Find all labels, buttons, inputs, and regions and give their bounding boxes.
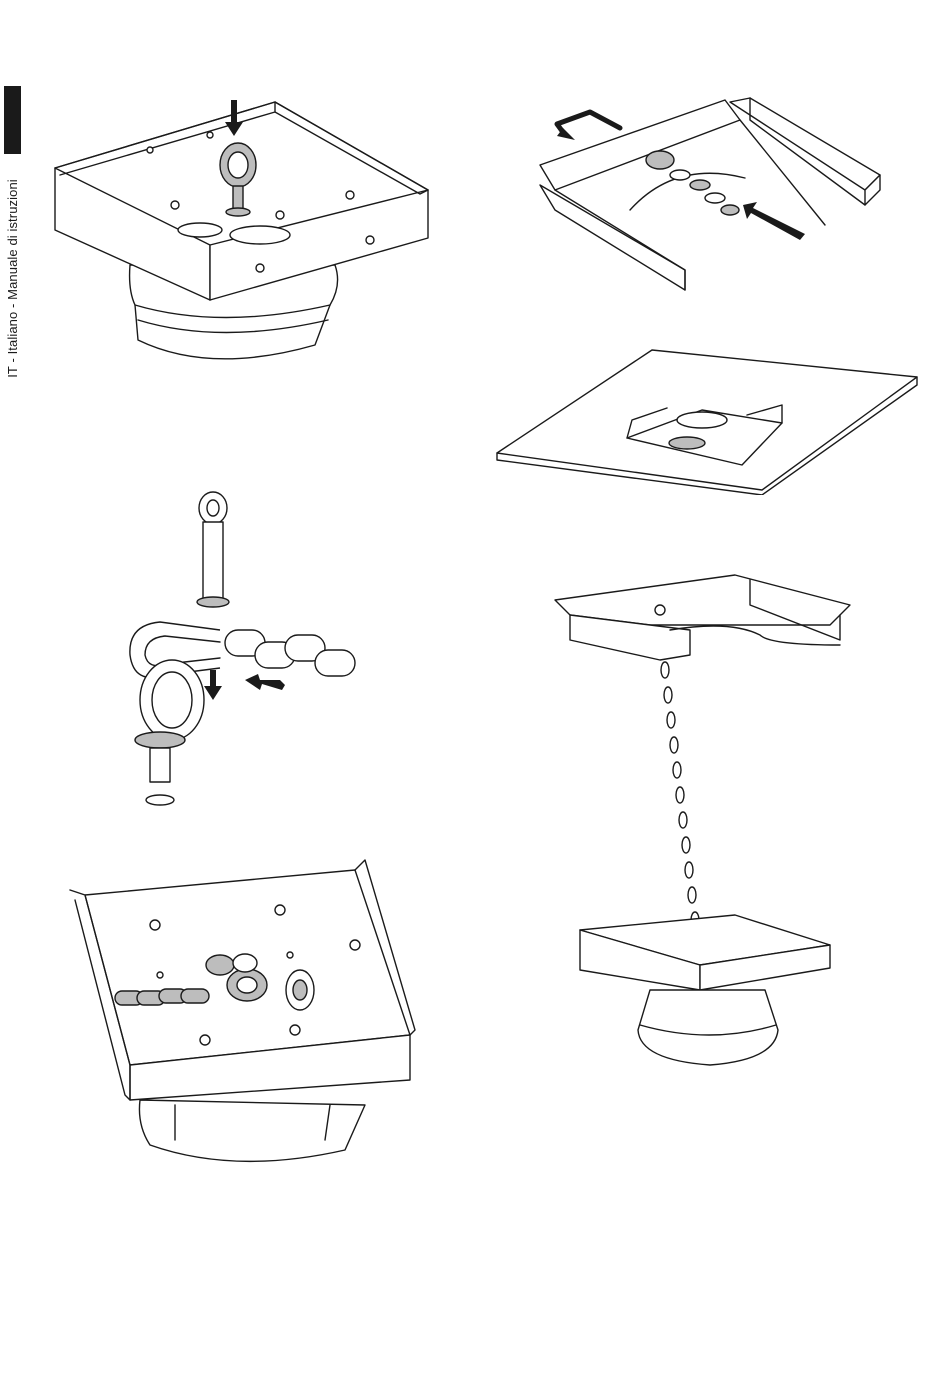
figure-plate-eyebolt <box>50 90 450 380</box>
sidebar-label: IT - Italiano - Manuale di istruzioni <box>5 179 20 378</box>
figure-plate-chain-attached <box>65 855 420 1175</box>
sidebar-tab <box>4 86 21 154</box>
bracket-chain-attached-icon <box>65 855 420 1175</box>
bracket-eyebolt-insert-icon <box>50 90 450 380</box>
hanging-assembly-icon <box>550 570 865 1070</box>
figure-ceiling-bracket-chain <box>535 90 885 305</box>
eyebolt-chain-detail-icon <box>120 490 370 810</box>
figure-hanging-assembly <box>550 570 865 1070</box>
figure-eyebolt-chain-detail <box>120 490 370 810</box>
chain <box>661 662 699 928</box>
sidebar-label-wrap: IT - Italiano - Manuale di istruzioni <box>4 160 21 396</box>
ceiling-bracket-chain-slide-icon <box>535 90 885 305</box>
figure-ceiling-panel <box>492 345 922 495</box>
ceiling-panel-mount-icon <box>492 345 922 495</box>
